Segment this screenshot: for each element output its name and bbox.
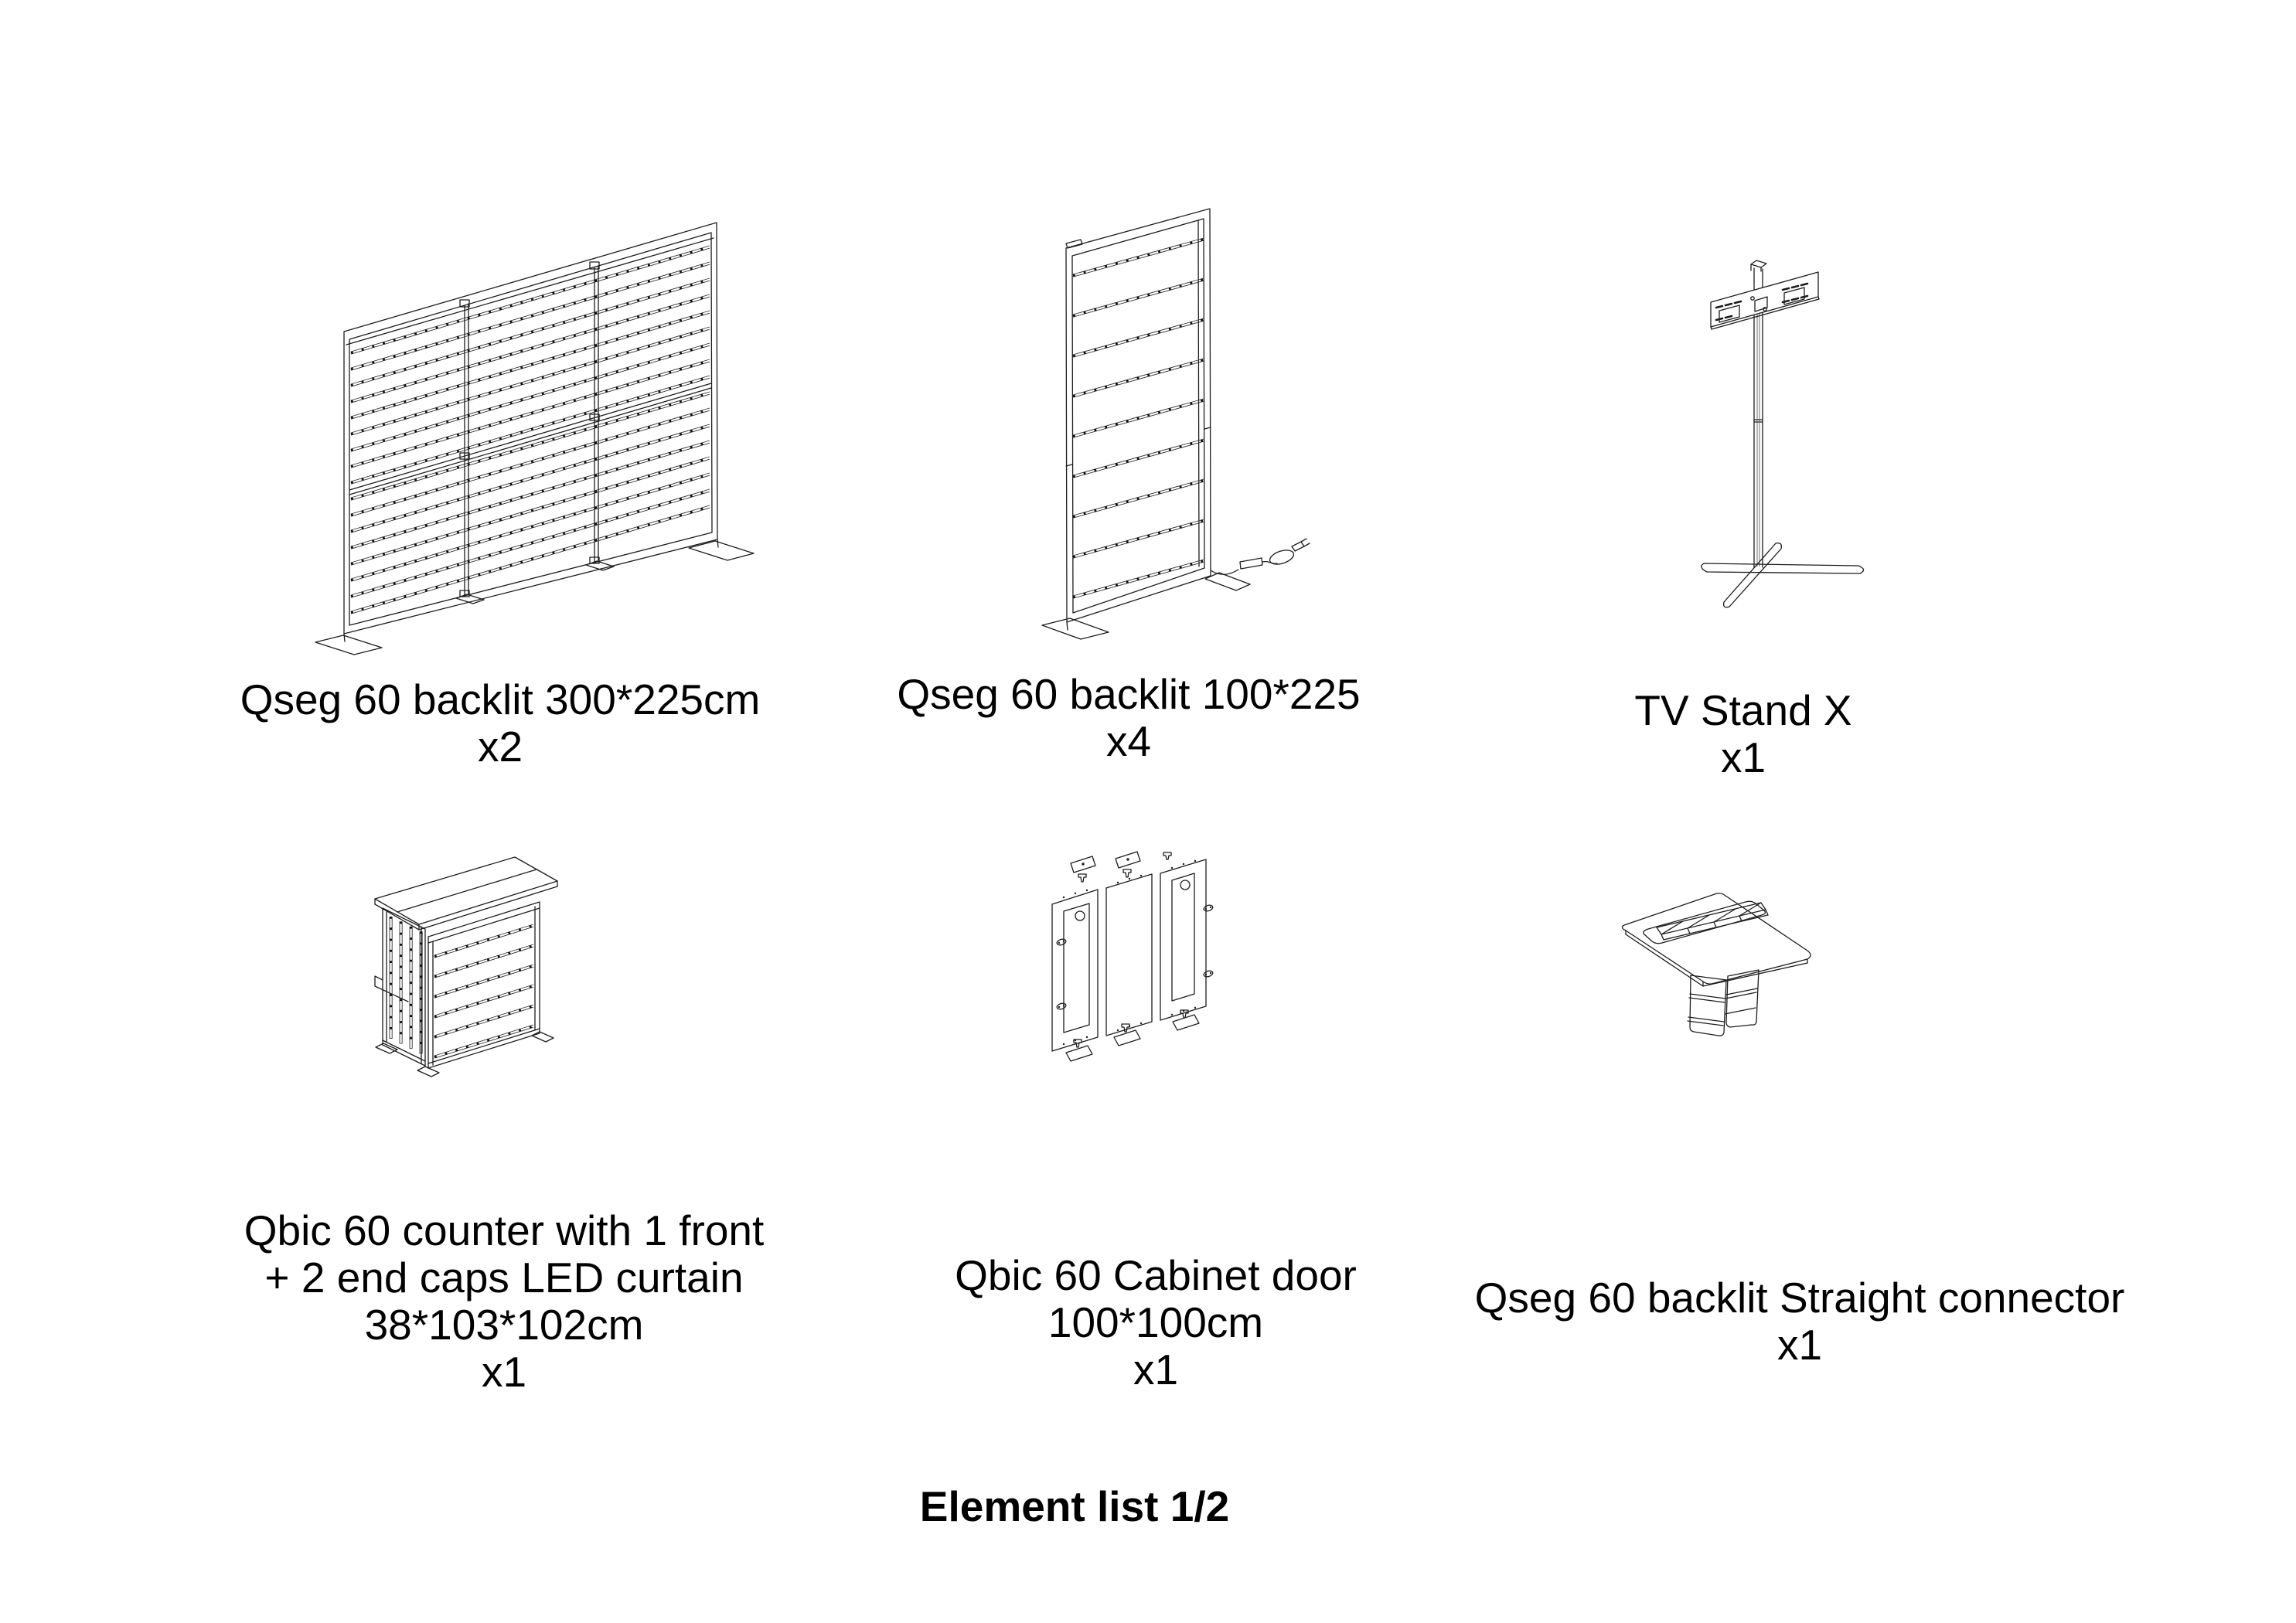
caption-straight-connector: Qseg 60 backlit Straight connector x1: [1452, 1274, 2148, 1369]
qseg-panel-100x225-drawing: [1036, 197, 1392, 661]
caption-line: TV Stand X: [1634, 686, 1852, 734]
caption-line: 38*103*102cm: [364, 1301, 644, 1349]
caption-line: + 2 end caps LED curtain: [264, 1254, 744, 1301]
bracket-slots: [1715, 282, 1809, 322]
led-strips-front: [434, 924, 534, 1059]
counter-front: [428, 901, 540, 1069]
caption-cabinet-door: Qbic 60 Cabinet door 100*100cm x1: [808, 1252, 1504, 1393]
tv-stand-x-illustration: [1701, 260, 1865, 608]
qbic-counter-drawing: [371, 850, 572, 1090]
counter-feet: [375, 1031, 554, 1077]
caption-line: Qseg 60 backlit 300*225cm: [240, 675, 761, 723]
caption-qty: x4: [1105, 717, 1152, 765]
caption-qseg-100x225: Qseg 60 backlit 100*225 x4: [781, 671, 1477, 765]
led-strips: [350, 245, 710, 614]
panel-frame: [1041, 208, 1251, 640]
caption-tv-stand: TV Stand X x1: [1395, 687, 2091, 781]
qseg-panel-100x225-illustration: [1041, 208, 1310, 640]
counter-top: [374, 856, 558, 931]
caption-qty: x1: [481, 1348, 527, 1396]
straight-connector-drawing: [1616, 881, 1832, 1051]
caption-line: Qseg 60 backlit 100*225: [897, 670, 1361, 718]
page-title: Element list 1/2: [919, 1482, 1230, 1530]
caption-line: Qbic 60 counter with 1 front: [244, 1206, 765, 1254]
power-cable: [1210, 538, 1310, 575]
straight-connector-illustration: [1621, 893, 1811, 1036]
caption-qty: x1: [1777, 1321, 1823, 1369]
caption-qbic-counter: Qbic 60 counter with 1 front + 2 end cap…: [156, 1207, 852, 1396]
qbic-counter-illustration: [374, 856, 558, 1077]
pole-channels: [1756, 314, 1760, 567]
tv-stand-x-drawing: [1693, 255, 1879, 618]
caption-line: Qbic 60 Cabinet door: [955, 1251, 1357, 1299]
stand-pole: [1750, 260, 1767, 568]
qseg-wall-300x225-illustration: [315, 222, 755, 655]
led-strips-end-cap: [389, 917, 423, 1054]
connector-truss-channel: [1656, 902, 1769, 941]
caption-qty: x1: [1720, 733, 1766, 781]
caption-qty: x1: [1133, 1346, 1179, 1393]
connector-legs: [1687, 969, 1759, 1036]
qseg-wall-300x225-drawing: [271, 193, 765, 688]
cabinet-door-illustration: [1051, 851, 1214, 1062]
door-panel-right: [1160, 852, 1214, 1031]
connector-plate: [1621, 893, 1811, 987]
door-panel-left: [1051, 856, 1099, 1062]
door-panel-middle: [1105, 851, 1153, 1046]
cabinet-door-drawing: [1040, 846, 1225, 1109]
caption-line: 100*100cm: [1048, 1298, 1264, 1346]
counter-end-cap: [374, 907, 426, 1067]
led-strips: [1072, 237, 1204, 599]
caption-line: Qseg 60 backlit Straight connector: [1474, 1274, 2125, 1322]
tv-mount-bracket: [1710, 271, 1820, 330]
caption-qty: x2: [477, 723, 523, 771]
caption-qseg-300x225: Qseg 60 backlit 300*225cm x2: [152, 676, 848, 771]
x-base: [1701, 543, 1865, 608]
